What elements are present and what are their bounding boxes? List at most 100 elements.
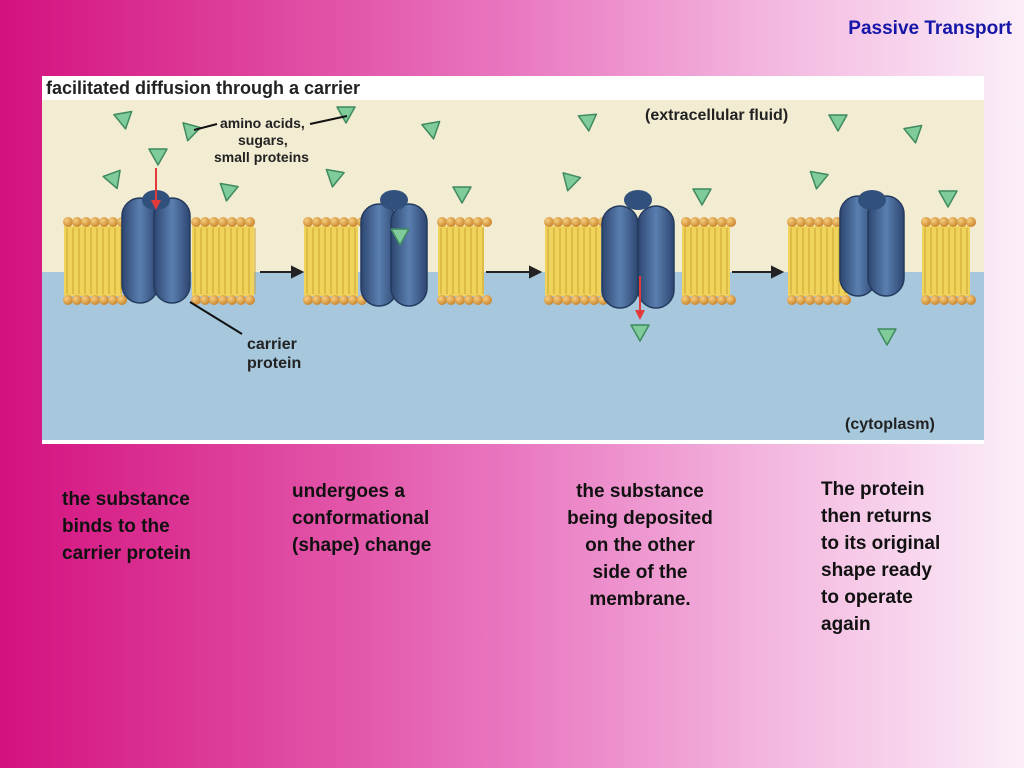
lipid-head	[690, 217, 700, 227]
carrier-protein	[360, 190, 428, 307]
transported-molecule	[325, 168, 345, 188]
lipid-head	[787, 295, 797, 305]
lipid-head	[681, 295, 691, 305]
lipid-head	[726, 217, 736, 227]
red-arrows	[151, 168, 645, 320]
label-extracellular-fluid: (extracellular fluid)	[645, 107, 788, 124]
lipid-head	[681, 217, 691, 227]
lipid-head	[823, 217, 833, 227]
lipid-head	[72, 217, 82, 227]
lipid-head	[482, 217, 492, 227]
lipid-head	[939, 295, 949, 305]
caption-step-2: undergoes a conformational (shape) chang…	[292, 481, 432, 556]
molecule-shape	[809, 170, 829, 190]
transported-molecule	[102, 169, 121, 190]
lipid-head	[805, 295, 815, 305]
lipid-head	[312, 295, 322, 305]
protein-cap	[624, 190, 652, 210]
lipid-head	[823, 295, 833, 305]
lipid-head	[717, 217, 727, 227]
molecule-shape	[102, 169, 121, 190]
lipid-head	[482, 295, 492, 305]
transported-molecule	[903, 124, 923, 144]
lipid-bilayer	[437, 217, 492, 305]
lipid-head	[589, 295, 599, 305]
lipid-head	[90, 217, 100, 227]
lipid-head	[948, 295, 958, 305]
lipid-head	[957, 217, 967, 227]
lipid-bilayer	[921, 217, 976, 305]
lipid-head	[218, 217, 228, 227]
lipid-head	[108, 295, 118, 305]
lipid-head	[571, 217, 581, 227]
lipid-head	[580, 217, 590, 227]
transported-molecule	[336, 106, 356, 124]
molecule-shape	[630, 324, 650, 342]
membrane-segment	[787, 190, 976, 305]
lipid-head	[312, 217, 322, 227]
lipid-head	[339, 295, 349, 305]
lipid-head	[957, 295, 967, 305]
lipid-head	[589, 217, 599, 227]
binding-arrowhead	[151, 200, 161, 210]
transported-molecule	[113, 110, 133, 130]
lipid-head	[930, 295, 940, 305]
transported-molecule	[577, 113, 598, 132]
lipid-head	[321, 295, 331, 305]
transported-molecule	[938, 190, 958, 208]
lipid-head	[921, 217, 931, 227]
lipid-head	[473, 295, 483, 305]
transported-molecule	[828, 114, 848, 132]
lipid-tails	[788, 226, 848, 296]
caption-step-1: the substance binds to the carrier prote…	[62, 489, 191, 564]
lipid-bilayer	[544, 217, 608, 305]
slide-title: Passive Transport	[848, 18, 1012, 39]
lipid-head	[63, 295, 73, 305]
lipid-bilayer	[63, 217, 127, 305]
label-amino-acids: amino acids,	[220, 115, 305, 131]
lipid-head	[841, 295, 851, 305]
molecule-shape	[390, 228, 410, 246]
lipid-head	[796, 217, 806, 227]
lipid-head	[455, 217, 465, 227]
lipid-head	[200, 217, 210, 227]
molecule-shape	[113, 110, 133, 130]
lipid-head	[191, 217, 201, 227]
protein-subunit	[637, 205, 675, 309]
lipid-head	[245, 217, 255, 227]
lipid-head	[437, 295, 447, 305]
carrier-protein	[839, 190, 905, 297]
protein-cap	[858, 190, 886, 210]
lipid-head	[553, 295, 563, 305]
lipid-head	[321, 217, 331, 227]
lipid-head	[209, 217, 219, 227]
label-carrier-protein: carrier protein	[247, 336, 301, 372]
lipid-head	[930, 217, 940, 227]
lipid-head	[464, 217, 474, 227]
lipid-head	[717, 295, 727, 305]
protein-subunit	[153, 197, 191, 304]
lipid-head	[562, 295, 572, 305]
lipid-head	[708, 295, 718, 305]
lipid-head	[455, 295, 465, 305]
molecule-shape	[452, 186, 472, 204]
leader-lines	[189, 115, 348, 335]
transported-molecule	[148, 148, 168, 166]
lipid-head	[99, 295, 109, 305]
figure-heading: facilitated diffusion through a carrier	[46, 78, 360, 98]
step-arrowhead-3	[771, 265, 785, 279]
molecule-shape	[325, 168, 345, 188]
label-sugars: sugars,	[238, 132, 288, 148]
lipid-head	[227, 217, 237, 227]
leader-line-carrier	[189, 301, 243, 335]
transported-molecule	[630, 324, 650, 342]
lipid-head	[303, 217, 313, 227]
transported-molecule	[219, 182, 239, 202]
release-arrowhead	[635, 310, 645, 320]
lipid-tails	[682, 226, 730, 296]
lipid-tails	[192, 226, 254, 296]
membrane-segment	[544, 190, 736, 309]
transported-molecule	[390, 228, 410, 246]
lipid-head	[117, 295, 127, 305]
lipid-tails	[922, 226, 970, 296]
